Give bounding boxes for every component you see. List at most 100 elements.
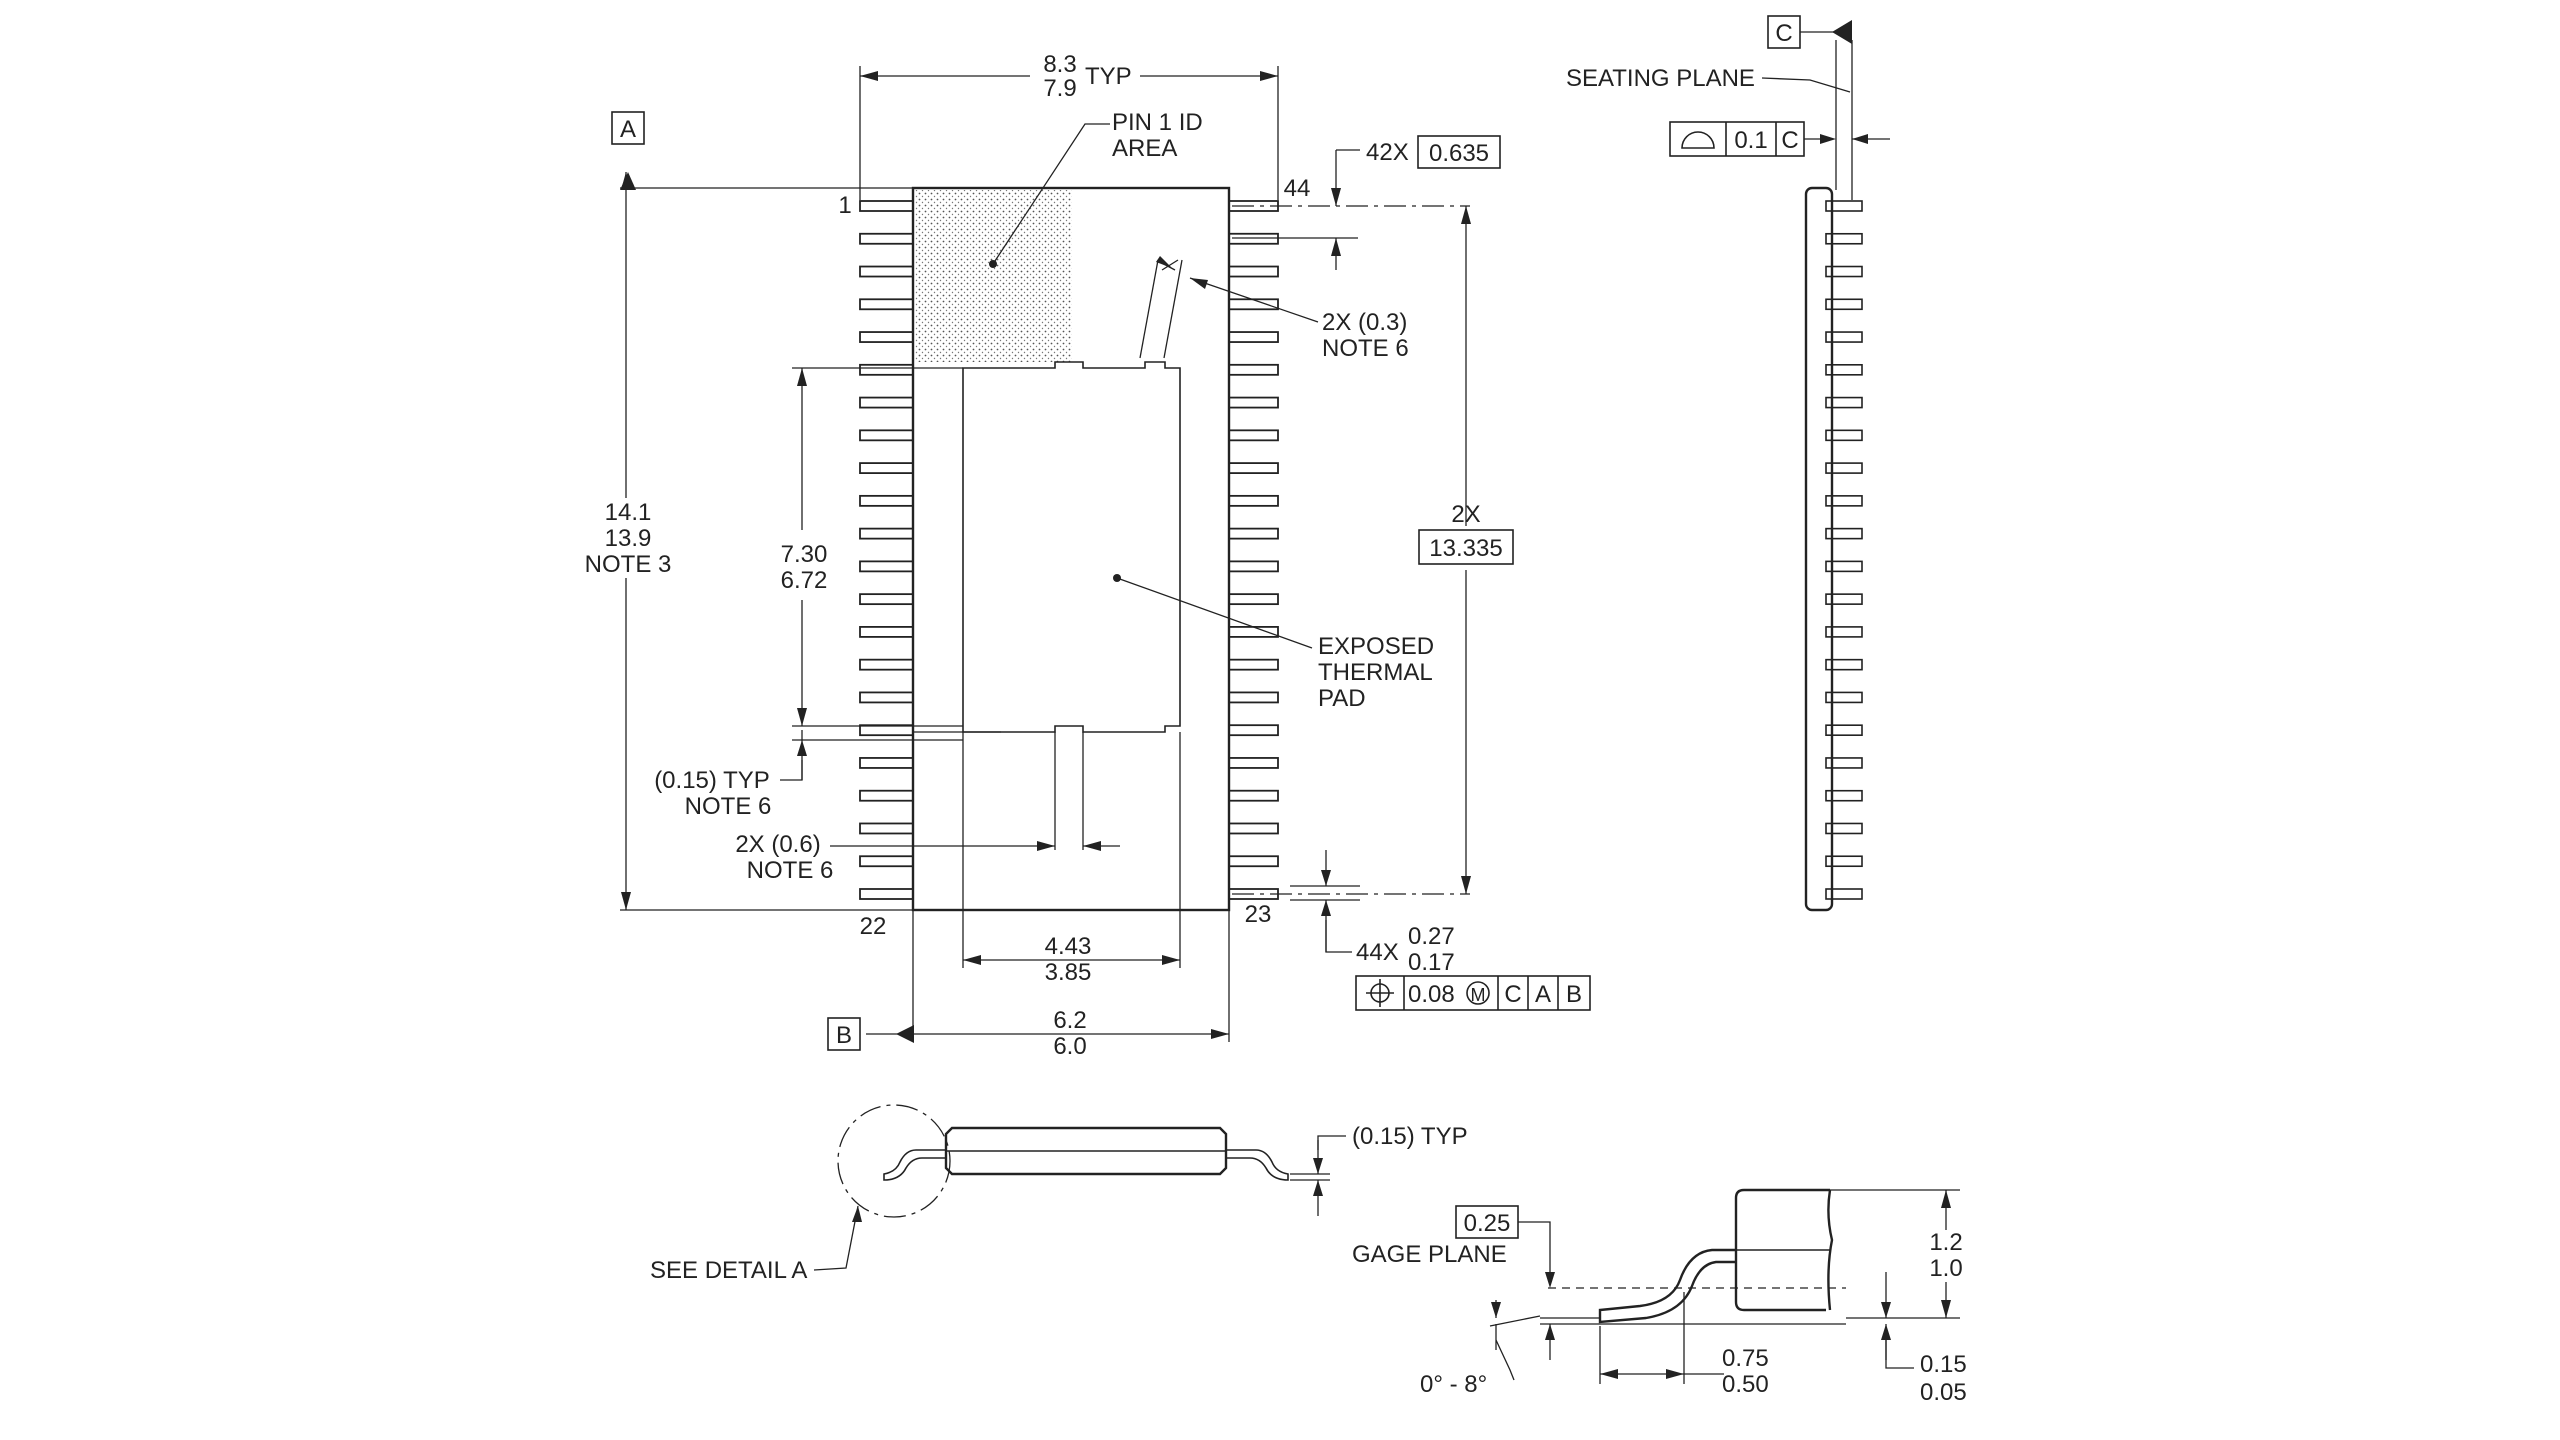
- lead-side: [1825, 724, 1863, 736]
- lead-side: [1825, 298, 1863, 311]
- lead-side: [1825, 495, 1863, 507]
- lead-side: [1825, 429, 1863, 442]
- standoff-min: 0.05: [1920, 1379, 1967, 1406]
- lead-side: [1825, 855, 1863, 868]
- lead-side: [1825, 888, 1863, 900]
- body-width-min: 7.9: [1043, 75, 1076, 102]
- gap-line2: NOTE 6: [685, 793, 772, 820]
- lead-right: [1228, 298, 1279, 311]
- datum-c-box: [1767, 15, 1801, 49]
- lead-right: [1228, 462, 1279, 474]
- end-view: SEE DETAIL A (0.15) TYP: [650, 1104, 1468, 1284]
- side-view: C SEATING PLANE 0.1 C: [1566, 15, 1890, 912]
- notch-line1: 2X (0.6): [735, 831, 820, 858]
- foot-max: 0.75: [1722, 1345, 1769, 1372]
- lead-side: [1825, 364, 1863, 376]
- lead-left: [859, 462, 914, 474]
- lead-right: [1228, 494, 1279, 507]
- notch-line2: NOTE 6: [747, 857, 834, 884]
- lead-left: [859, 232, 914, 245]
- position-value: 0.08: [1408, 981, 1455, 1008]
- lead-side: [1825, 232, 1863, 245]
- body-width-note: TYP: [1085, 63, 1132, 90]
- end-body: [944, 1126, 1228, 1176]
- side-body: [1804, 186, 1834, 912]
- position-modifier: M: [1471, 985, 1486, 1005]
- detail-a-view: 0.25 GAGE PLANE 0° - 8° 1.2 1.0 0.15 0.0…: [1352, 1188, 1967, 1406]
- lead-right: [1228, 560, 1279, 573]
- lead-side: [1825, 462, 1863, 474]
- lead-side: [1825, 658, 1863, 671]
- pad-label-line3: PAD: [1318, 685, 1366, 712]
- lead-left: [859, 396, 914, 409]
- lead-right: [1228, 724, 1279, 737]
- lead-side: [1825, 691, 1863, 704]
- end-lead-right: [1226, 1149, 1289, 1181]
- pitch-value: 0.635: [1429, 140, 1489, 167]
- gage-value: 0.25: [1464, 1210, 1511, 1237]
- body-w-max: 6.2: [1053, 1007, 1086, 1034]
- pad-label-line1: EXPOSED: [1318, 633, 1434, 660]
- flatness-frame: 0.1 C: [1669, 121, 1805, 157]
- pad-length-min: 6.72: [781, 567, 828, 594]
- lead-thickness: (0.15) TYP: [1352, 1123, 1468, 1150]
- pin22-label: 22: [860, 913, 887, 940]
- height-max: 1.2: [1929, 1229, 1962, 1256]
- lead-left: [859, 527, 914, 540]
- exposed-thermal-pad: [962, 361, 1181, 733]
- package-body: [911, 186, 1231, 912]
- detail-a-circle: [837, 1104, 951, 1218]
- lead-right: [1228, 232, 1279, 245]
- lead-left: [859, 331, 914, 343]
- lead-right: [1228, 363, 1279, 376]
- lead-right: [1228, 265, 1279, 278]
- lead-left: [859, 757, 914, 769]
- length-min: 13.9: [605, 525, 652, 552]
- lead-left: [859, 822, 914, 835]
- foot-min: 0.50: [1722, 1371, 1769, 1398]
- lead-left: [859, 724, 914, 737]
- span-value: 13.335: [1429, 535, 1502, 562]
- lead-left: [859, 265, 914, 278]
- lead-side: [1825, 560, 1863, 573]
- pad-label-line2: THERMAL: [1318, 659, 1433, 686]
- pad-length-max: 7.30: [781, 541, 828, 568]
- lead-side: [1825, 593, 1863, 605]
- pin1-label: 1: [838, 192, 851, 219]
- lead-left: [859, 494, 914, 507]
- lead-right: [1228, 429, 1279, 442]
- lead-width-min: 0.17: [1408, 949, 1455, 976]
- lead-left: [859, 789, 914, 802]
- height-min: 1.0: [1929, 1255, 1962, 1282]
- flatness-value: 0.1: [1734, 127, 1767, 154]
- lead-right: [1228, 527, 1279, 540]
- lead-width-count: 44X: [1356, 939, 1399, 966]
- lead-right: [1228, 593, 1279, 606]
- lead-right: [1228, 789, 1279, 802]
- lead-side: [1825, 757, 1863, 769]
- see-detail-label: SEE DETAIL A: [650, 1257, 807, 1284]
- lead-side: [1825, 331, 1863, 343]
- position-datum-1: C: [1504, 981, 1521, 1008]
- standoff-max: 0.15: [1920, 1351, 1967, 1378]
- tie-width-line1: 2X (0.3): [1322, 309, 1407, 336]
- pin1-label-line2: AREA: [1112, 135, 1177, 162]
- seating-plane: SEATING PLANE: [1566, 65, 1755, 92]
- lead-left: [859, 363, 914, 376]
- pad-width-max: 4.43: [1045, 933, 1092, 960]
- length-max: 14.1: [605, 499, 652, 526]
- lead-right: [1228, 626, 1279, 638]
- pin1-label-line1: PIN 1 ID: [1112, 109, 1203, 136]
- lead-side: [1825, 265, 1863, 278]
- position-tolerance-frame: 0.08 M C A B: [1355, 975, 1591, 1011]
- datum-b: B: [836, 1022, 852, 1049]
- pin23-label: 23: [1245, 901, 1272, 928]
- lead-side: [1825, 822, 1863, 835]
- flatness-datum: C: [1781, 127, 1798, 154]
- pitch-count: 42X: [1366, 139, 1409, 166]
- mmc-modifier-icon: [1466, 981, 1490, 1005]
- length-note: NOTE 3: [585, 551, 672, 578]
- lead-side: [1825, 200, 1863, 212]
- lead-left: [859, 888, 914, 900]
